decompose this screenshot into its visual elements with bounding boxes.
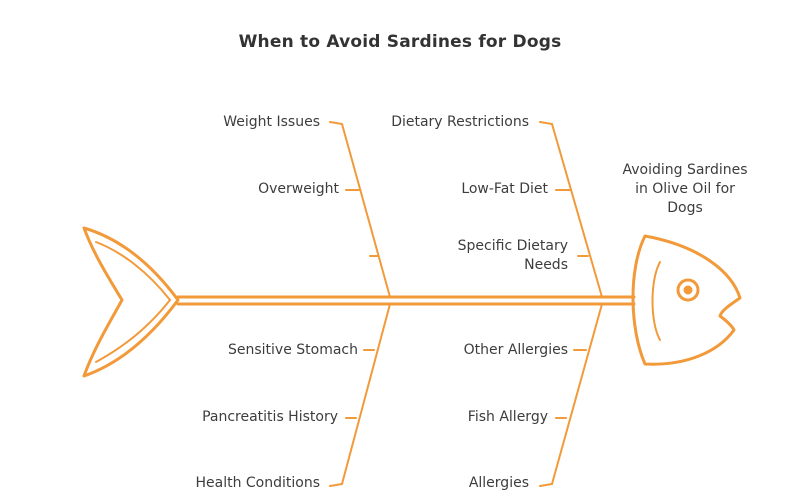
cause-pancreatitis-history: Pancreatitis History <box>202 409 338 425</box>
fish-head-icon <box>631 234 742 366</box>
effect-line-3: Dogs <box>667 200 703 216</box>
diagram-title: When to Avoid Sardines for Dogs <box>238 32 562 52</box>
effect-line-1: Avoiding Sardines <box>622 162 748 178</box>
category-health-conditions: Health Conditions <box>195 475 320 491</box>
cause-specific-dietary-needs-line-1: Specific Dietary <box>457 238 568 254</box>
cause-sensitive-stomach: Sensitive Stomach <box>227 342 358 358</box>
fish-tail-icon <box>82 226 180 378</box>
cause-fish-allergy: Fish Allergy <box>467 409 548 425</box>
cause-other-allergies: Other Allergies <box>463 342 568 358</box>
spine <box>176 295 636 306</box>
cause-specific-dietary-needs-line-2: Needs <box>524 257 568 273</box>
category-weight-issues: Weight Issues <box>223 114 320 130</box>
rib-lines <box>329 121 603 487</box>
cause-specific-dietary-needs: Specific Dietary Needs <box>458 237 568 275</box>
effect-label: Avoiding Sardines in Olive Oil for Dogs <box>600 161 770 218</box>
category-allergies: Allergies <box>468 475 529 491</box>
cause-overweight: Overweight <box>258 181 339 197</box>
cause-low-fat-diet: Low-Fat Diet <box>461 181 548 197</box>
effect-line-2: in Olive Oil for <box>635 181 735 197</box>
category-dietary-restrictions: Dietary Restrictions <box>391 114 529 130</box>
